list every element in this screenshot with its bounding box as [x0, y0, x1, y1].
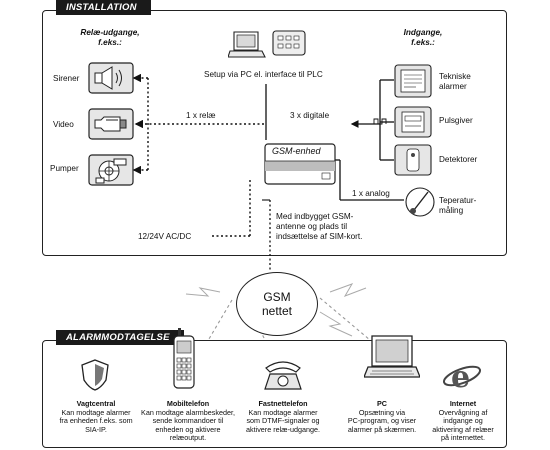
gsm-device-label: GSM-enhed: [272, 146, 321, 156]
receiver-fastnettelefon: Fastnettelefon Kan modtage alarmer som D…: [236, 399, 330, 434]
alarm-tab: ALARMMODTAGELSE: [56, 330, 184, 345]
plc-interface-icon: [272, 30, 306, 61]
antenna-note-line3: indsættelse af SIM-kort.: [276, 232, 363, 241]
installation-tab: INSTALLATION: [56, 0, 151, 15]
pump-icon: [88, 154, 134, 191]
inputs-heading-line2: f.eks.:: [411, 38, 435, 47]
receiver-desc: som DTMF-signaler og: [246, 416, 320, 426]
receiver-title: Mobiltelefon: [166, 399, 210, 408]
receiver-desc: Kan modtage alarmer: [61, 407, 131, 417]
outputs-heading-line2: f.eks.:: [98, 38, 122, 47]
input-label-temp-line2: måling: [439, 206, 464, 215]
gsm-network: GSM nettet: [236, 272, 318, 336]
receiver-desc: PC-program, og viser: [347, 416, 417, 426]
video-camera-icon: [88, 108, 134, 145]
pulse-meter-icon: [394, 106, 432, 143]
receiver-internet: Internet Overvågning af indgange og akti…: [424, 399, 502, 443]
gsm-line1: GSM: [263, 290, 291, 304]
receiver-pc: PC Opsætning via PC-program, og viser al…: [340, 399, 424, 434]
inputs-heading-line1: Indgange,: [403, 28, 443, 37]
receiver-desc: enheden og aktivere: [155, 424, 221, 434]
receiver-desc: alarmer på skærmen.: [347, 424, 417, 434]
output-label-pumper: Pumper: [50, 164, 79, 173]
desk-phone-icon: [262, 358, 304, 397]
receiver-desc: relæoutput.: [169, 433, 207, 443]
receiver-desc: fra enheden f.eks. som: [59, 416, 133, 426]
antenna-note-line1: Med indbygget GSM-: [276, 212, 354, 221]
outputs-heading-line1: Relæ-udgange,: [80, 28, 140, 37]
detector-icon: [394, 144, 432, 181]
receiver-desc: Overvågning af: [438, 407, 488, 417]
mobile-phone-icon: [172, 328, 196, 395]
gsm-device: [264, 143, 336, 190]
receiver-desc: på internettet.: [441, 433, 485, 443]
receiver-desc: SIA-IP.: [85, 424, 107, 434]
digital-label: 3 x digitale: [290, 111, 330, 120]
power-label: 12/24V AC/DC: [138, 232, 192, 241]
siren-icon: [88, 62, 134, 99]
receiver-desc: Kan modtage alarmer: [248, 407, 318, 417]
setup-text: Setup via PC el. interface til PLC: [204, 70, 323, 79]
alarm-panel: [42, 340, 507, 448]
output-label-video: Video: [53, 120, 74, 129]
input-label-detector: Detektorer: [439, 155, 478, 164]
input-label-technical-line2: alarmer: [439, 82, 467, 91]
receiver-title: Fastnettelefon: [258, 399, 308, 408]
shield-icon: [80, 358, 110, 397]
laptop-setup-icon: [227, 30, 266, 65]
receiver-title: Internet: [449, 399, 477, 408]
receiver-desc: sende kommandoer til: [152, 416, 224, 426]
analog-label: 1 x analog: [352, 189, 390, 198]
input-label-pulse: Pulsgiver: [439, 116, 473, 125]
receiver-vagtcentral: Vagtcentral Kan modtage alarmer fra enhe…: [52, 399, 140, 434]
antenna-note-line2: antenne og plads til: [276, 222, 348, 231]
gsm-line2: nettet: [261, 304, 293, 318]
svg-text:e: e: [451, 360, 470, 394]
output-label-sirener: Sirener: [53, 74, 80, 83]
receiver-desc: aktivere relæ-udgange.: [246, 424, 320, 434]
relay-label: 1 x relæ: [186, 111, 216, 120]
input-label-technical-line1: Tekniske: [439, 72, 471, 81]
laptop-icon: [363, 334, 421, 385]
receiver-desc: indgange og: [443, 416, 483, 426]
receiver-desc: aktivering af relæer: [432, 424, 494, 434]
receiver-title: PC: [377, 399, 387, 408]
internet-explorer-icon: e: [442, 358, 482, 399]
technical-alarm-icon: [394, 64, 432, 103]
thermometer-icon: [404, 186, 436, 223]
receiver-desc: Kan modtage alarmbeskeder,: [141, 407, 235, 417]
receiver-desc: Opsætning via: [358, 407, 406, 417]
receiver-mobiltelefon: Mobiltelefon Kan modtage alarmbeskeder, …: [138, 399, 238, 443]
receiver-title: Vagtcentral: [76, 399, 116, 408]
input-label-temp-line1: Teperatur-: [439, 196, 477, 205]
